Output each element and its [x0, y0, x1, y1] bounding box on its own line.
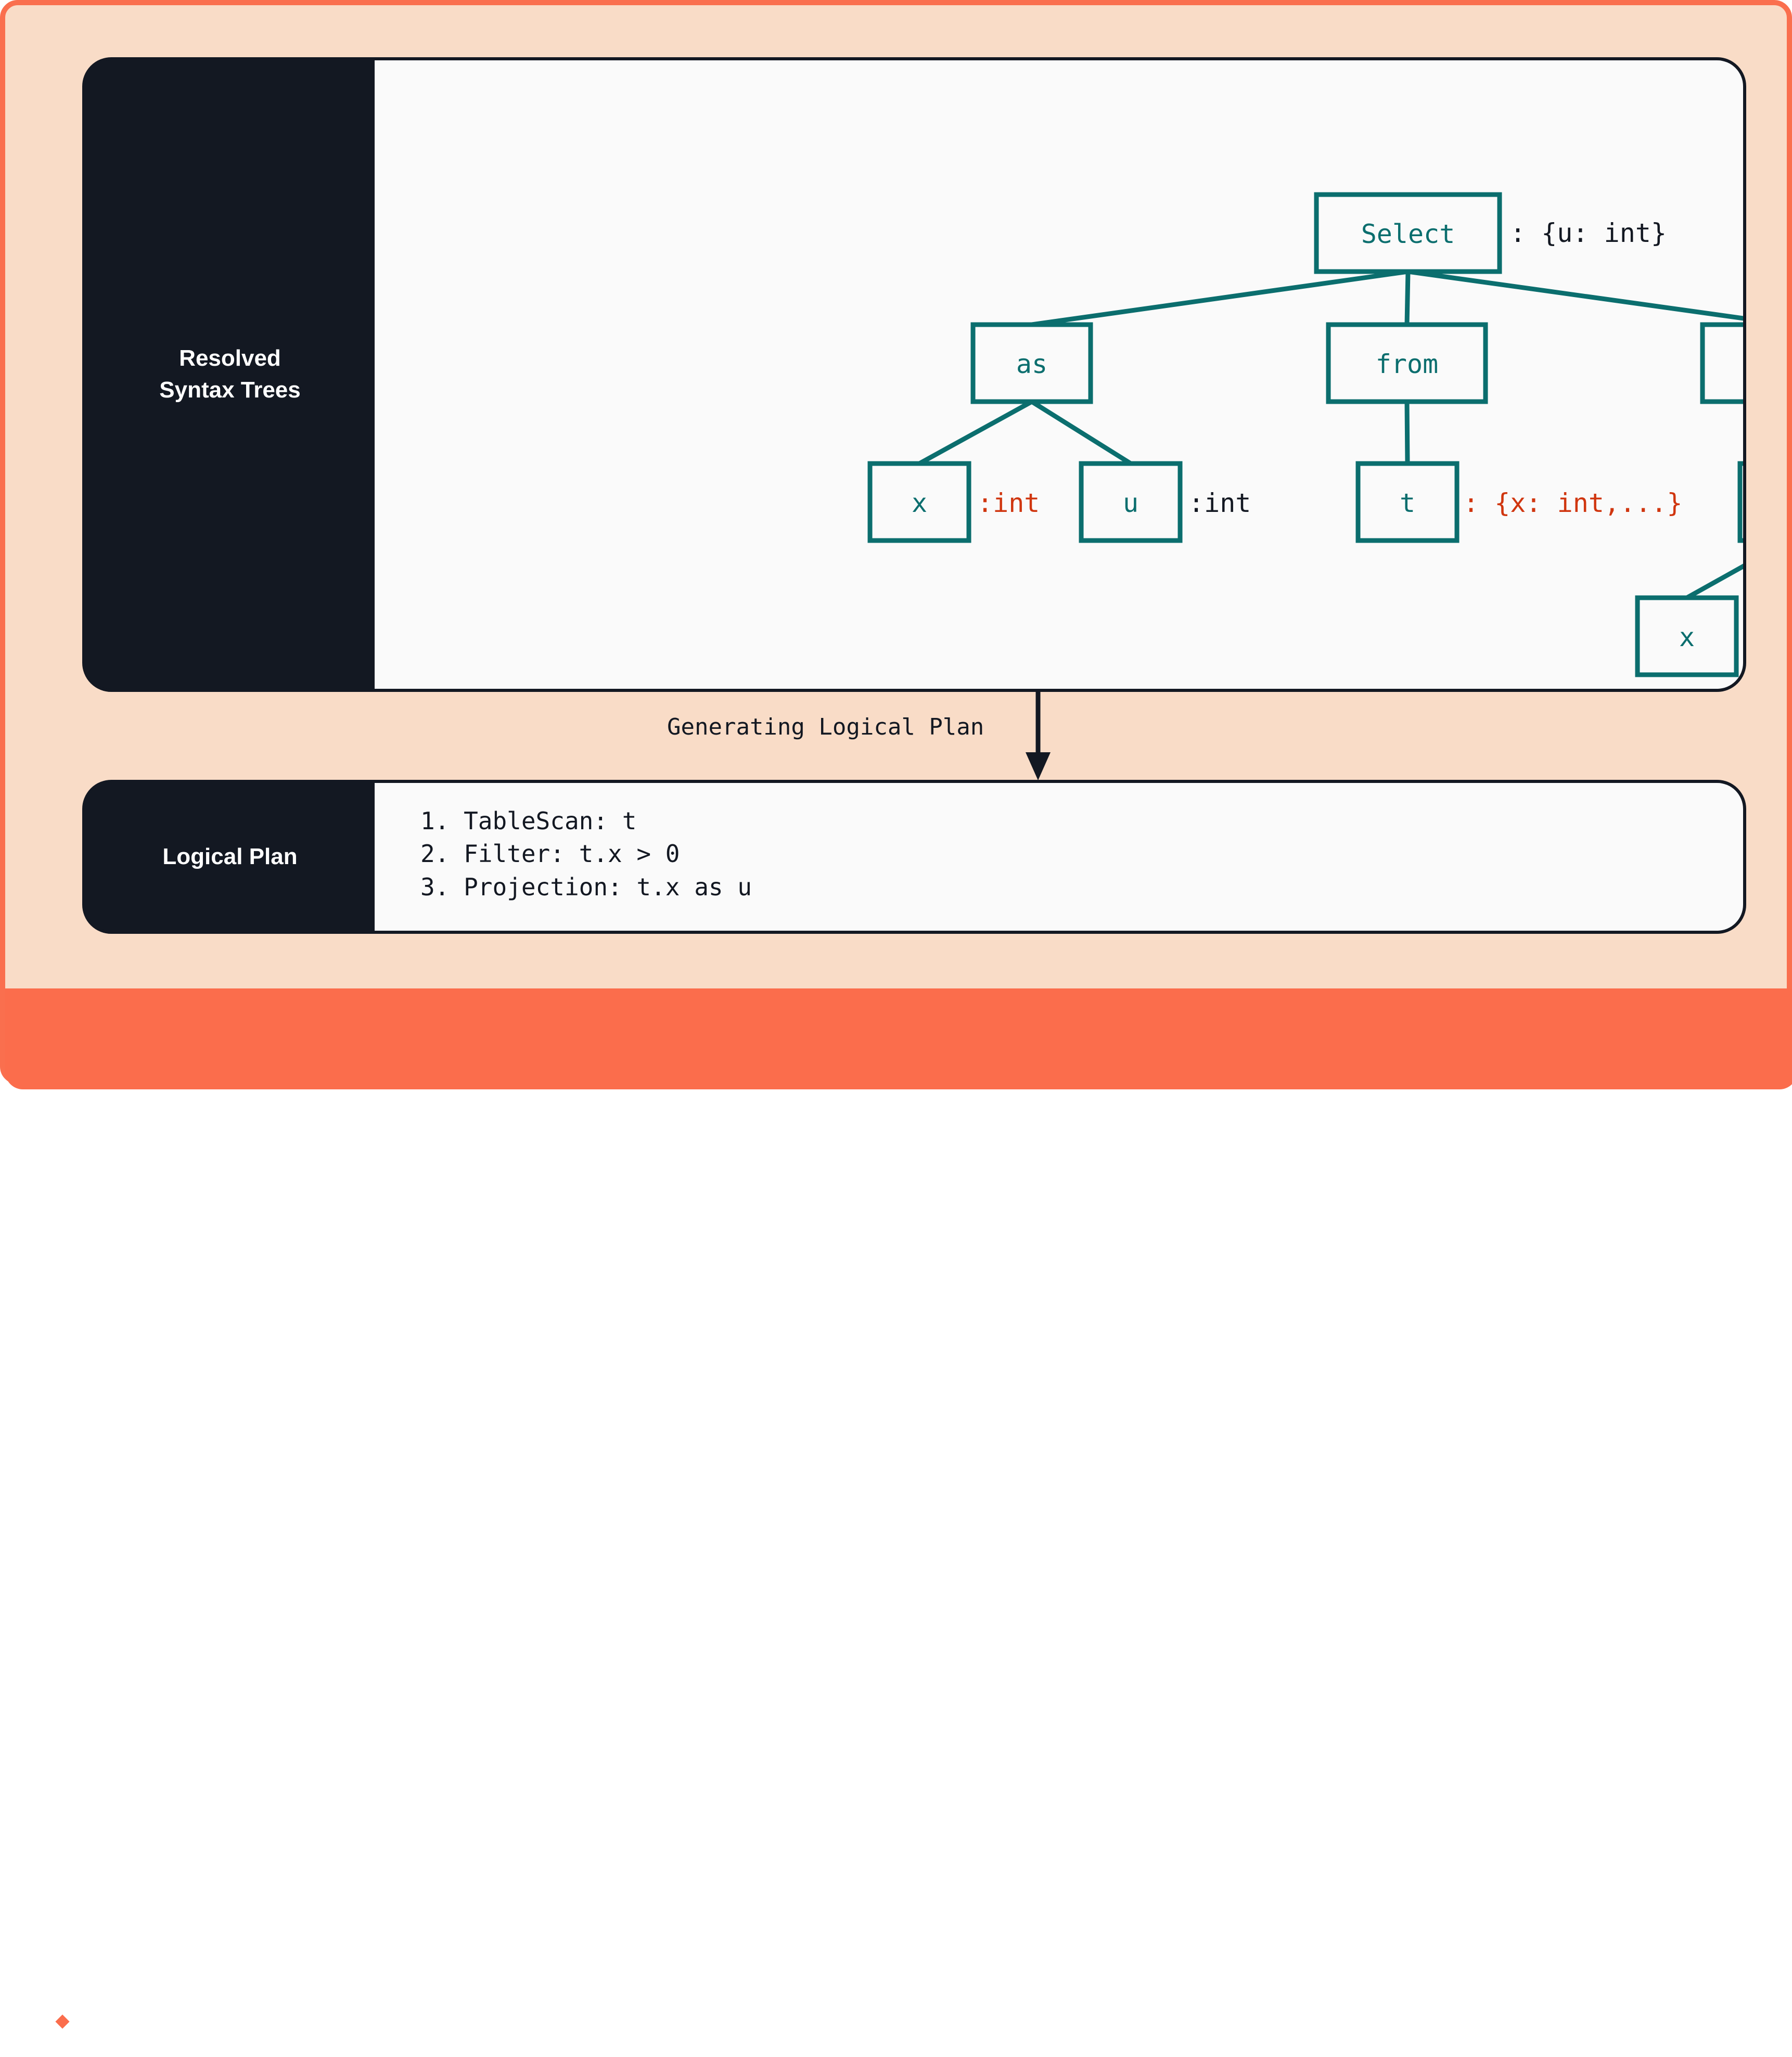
tree-node-u[interactable]	[1079, 461, 1183, 543]
syntax-tree-canvas: Selectasfromwherexut>x0 : {u: int}:int:i…	[375, 60, 1743, 689]
logical-plan-line: 2. Filter: t.x > 0	[420, 840, 680, 868]
tree-edge-as-to-x1	[918, 400, 1033, 466]
banner-title: Compilation Produces an Executable Plan …	[954, 2004, 1770, 2032]
tree-node-label-as: as	[1016, 349, 1047, 379]
tree-edge-select-to-as	[1031, 269, 1409, 327]
type-annotation-x1: :int	[977, 488, 1040, 518]
transition-label: Generating Logical Plan	[667, 714, 984, 740]
rst-label-line2: Syntax Trees	[159, 377, 301, 403]
syntax-tree-diagram: Selectasfromwherexut>x0 : {u: int}:int:i…	[867, 192, 1743, 677]
logical-plan-body: 1. TableScan: t 2. Filter: t.x > 0 3. Proj…	[375, 783, 1743, 931]
type-annotation-u: :int	[1188, 488, 1251, 518]
tree-node-as[interactable]	[970, 322, 1093, 404]
tree-node-gt[interactable]	[1737, 461, 1743, 543]
logical-plan-line: 1. TableScan: t	[420, 807, 637, 835]
tree-edge-gt-to-x2	[1685, 563, 1743, 600]
tree-edge-as-to-u	[1030, 400, 1132, 466]
tree-node-select[interactable]	[1314, 192, 1502, 274]
tree-annotations-group: : {u: int}:int:int: {x: int,...}:bool:in…	[977, 218, 1682, 518]
tree-edges-group	[918, 269, 1743, 600]
tree-node-label-x1: x	[912, 488, 927, 518]
tree-edge-select-to-from	[1404, 271, 1411, 325]
logical-plan-list: 1. TableScan: t 2. Filter: t.x > 0 3. Proj…	[420, 805, 752, 904]
tree-node-label-x2: x	[1679, 622, 1695, 652]
tree-nodes-group: Selectasfromwherexut>x0	[867, 192, 1743, 677]
tree-node-x2[interactable]	[1635, 595, 1739, 677]
resolved-syntax-trees-card: Resolved Syntax Trees Selectasfromwherex…	[82, 57, 1746, 692]
tree-node-t[interactable]	[1355, 461, 1460, 543]
logical-plan-card: Logical Plan 1. TableScan: t 2. Filter: t…	[82, 780, 1746, 934]
down-arrow-icon	[1026, 691, 1051, 780]
tree-node-label-select: Select	[1361, 219, 1455, 249]
logical-plan-label: Logical Plan	[85, 783, 375, 931]
tree-node-where[interactable]	[1700, 322, 1743, 404]
rst-label-line1: Resolved	[179, 345, 281, 371]
tree-node-from[interactable]	[1326, 322, 1488, 404]
x-mark-logo-icon	[31, 1990, 94, 2053]
logical-plan-line: 3. Projection: t.x as u	[420, 872, 752, 901]
resolved-syntax-trees-label: Resolved Syntax Trees	[85, 60, 375, 689]
type-annotation-select: : {u: int}	[1510, 218, 1667, 248]
tree-node-label-t: t	[1400, 488, 1415, 518]
tree-node-x1[interactable]	[867, 461, 971, 543]
tree-edge-select-to-where	[1407, 269, 1743, 321]
tree-node-label-u: u	[1123, 488, 1138, 518]
footer-banner: Compilation Produces an Executable Plan …	[5, 988, 1792, 2053]
tree-node-label-from: from	[1376, 349, 1438, 379]
type-annotation-t: : {x: int,...}	[1463, 488, 1682, 518]
